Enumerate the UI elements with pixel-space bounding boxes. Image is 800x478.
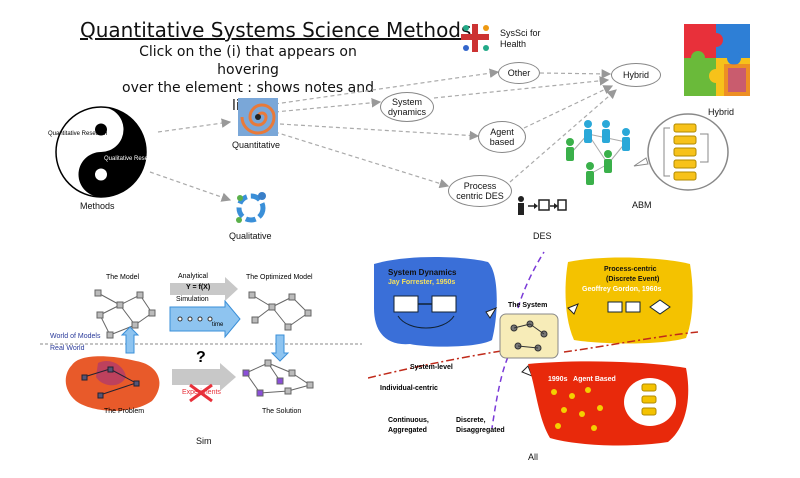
- page-title: Quantitative Systems Science Methods: [80, 18, 472, 42]
- hybrid-image[interactable]: [676, 18, 756, 102]
- all-sd-title: System Dynamics: [388, 268, 457, 277]
- quantitative-label: Quantitative: [232, 140, 281, 150]
- other-node[interactable]: Other: [498, 62, 540, 84]
- all-discrete-line2: Disaggregated: [456, 427, 505, 434]
- process-line1: Process: [463, 181, 497, 191]
- all-individual-centric: Individual-centric: [380, 385, 438, 392]
- other-label: Other: [507, 68, 531, 78]
- sim-problem-label: The Problem: [104, 408, 145, 415]
- sim-question: ?: [196, 349, 206, 366]
- hybrid-node[interactable]: Hybrid: [611, 63, 661, 87]
- sim-real-world: Real World: [50, 345, 85, 352]
- puzzle-icon: [684, 24, 750, 96]
- all-pc-title2: (Discrete Event): [606, 276, 660, 283]
- qualitative-label: Qualitative: [229, 231, 272, 241]
- sim-label: Sim: [196, 436, 212, 446]
- solution-network: [242, 359, 314, 397]
- sim-analytical-label: Analytical: [178, 273, 208, 280]
- arrow-process-hybrid: [509, 89, 617, 183]
- all-discrete: Discrete, Disaggregated: [456, 416, 505, 436]
- all-continuous-line2: Aggregated: [388, 427, 427, 434]
- system-dynamics-node[interactable]: System dynamics: [380, 92, 434, 122]
- all-label: All: [528, 452, 539, 462]
- sim-simulation-label: Simulation: [176, 296, 209, 303]
- arrow-methods-qualitative: [149, 171, 232, 202]
- sd-line1: System: [391, 97, 422, 107]
- arrow-methods-quantitative: [157, 118, 232, 133]
- all-panel[interactable]: System Dynamics Jay Forrester, 1950s Pro…: [367, 248, 699, 448]
- all-continuous: Continuous, Aggregated: [388, 416, 429, 436]
- sim-model-label: The Model: [106, 274, 140, 281]
- agent-line2: based: [489, 137, 515, 147]
- qualitative-node[interactable]: [232, 190, 270, 226]
- subtitle-line-1: Click on the (i) that appears on hoverin…: [139, 44, 357, 78]
- sim-time-label: time: [212, 322, 224, 328]
- arrow-quant-agent: [279, 123, 480, 141]
- sim-optimized-label: The Optimized Model: [246, 274, 313, 281]
- all-sd-author: Jay Forrester, 1950s: [388, 279, 456, 286]
- quantitative-icon: [238, 98, 278, 136]
- all-system-label: The System: [508, 302, 548, 309]
- syssci-logo-line2: Health: [500, 39, 527, 49]
- optimized-network: [248, 291, 312, 331]
- page-subtitle: Click on the (i) that appears on hoverin…: [118, 43, 378, 115]
- sim-formula: Y = f(X): [186, 284, 211, 291]
- arrow-quant-other: [274, 68, 500, 105]
- methods-node[interactable]: Quantitative Research Qualitative Resear…: [42, 105, 160, 200]
- des-label: DES: [533, 231, 552, 241]
- process-des-node[interactable]: Process centric DES: [448, 175, 512, 207]
- arrow-other-hybrid: [539, 69, 612, 79]
- arrow-sd-hybrid: [433, 76, 610, 99]
- process-line2: centric DES: [456, 191, 504, 201]
- model-network: [94, 289, 156, 339]
- arrow-quant-sd: [274, 98, 382, 113]
- syssci-logo-line1: SysSci for: [500, 28, 541, 38]
- sim-solution-label: The Solution: [262, 408, 302, 415]
- sim-experiments: Experiments: [182, 389, 221, 396]
- yin-text: Quantitative Research: [48, 131, 108, 137]
- hybrid-node-label: Hybrid: [622, 70, 649, 80]
- all-discrete-line1: Discrete,: [456, 417, 486, 424]
- all-panel-graphic: [367, 251, 699, 446]
- abm-agents-icon: [566, 113, 729, 191]
- syssci-logo-icon: [461, 24, 489, 52]
- agent-based-node[interactable]: Agent based: [478, 121, 526, 153]
- syssci-logo-text: SysSci for Health: [500, 28, 541, 50]
- des-image[interactable]: [516, 194, 568, 218]
- all-continuous-line1: Continuous,: [388, 417, 429, 424]
- qualitative-icon: [236, 192, 266, 223]
- all-system-level: System-level: [410, 364, 453, 371]
- syssci-logo: [458, 22, 494, 54]
- sim-world-models: World of Models: [50, 333, 101, 340]
- des-icon: [518, 196, 567, 215]
- all-pc-title1: Process-centric: [604, 266, 657, 273]
- sim-panel[interactable]: The Model Analytical Y = f(X) The Optimi…: [40, 265, 362, 425]
- sd-line2: dynamics: [387, 107, 426, 117]
- agent-line1: Agent: [490, 127, 514, 137]
- sim-panel-graphic: [40, 277, 362, 411]
- abm-image[interactable]: [560, 112, 736, 198]
- arrow-quant-process: [274, 131, 450, 189]
- hybrid-image-label: Hybrid: [708, 107, 735, 117]
- abm-label: ABM: [632, 200, 652, 210]
- all-ab-title: 1990s Agent Based: [548, 376, 616, 383]
- all-pc-author: Geoffrey Gordon, 1960s: [582, 286, 662, 293]
- yin-yang-icon: [55, 106, 147, 198]
- yang-text: Qualitative Research: [104, 156, 160, 162]
- methods-label: Methods: [80, 201, 115, 211]
- quantitative-node[interactable]: [238, 98, 278, 136]
- arrow-agent-hybrid: [523, 85, 614, 129]
